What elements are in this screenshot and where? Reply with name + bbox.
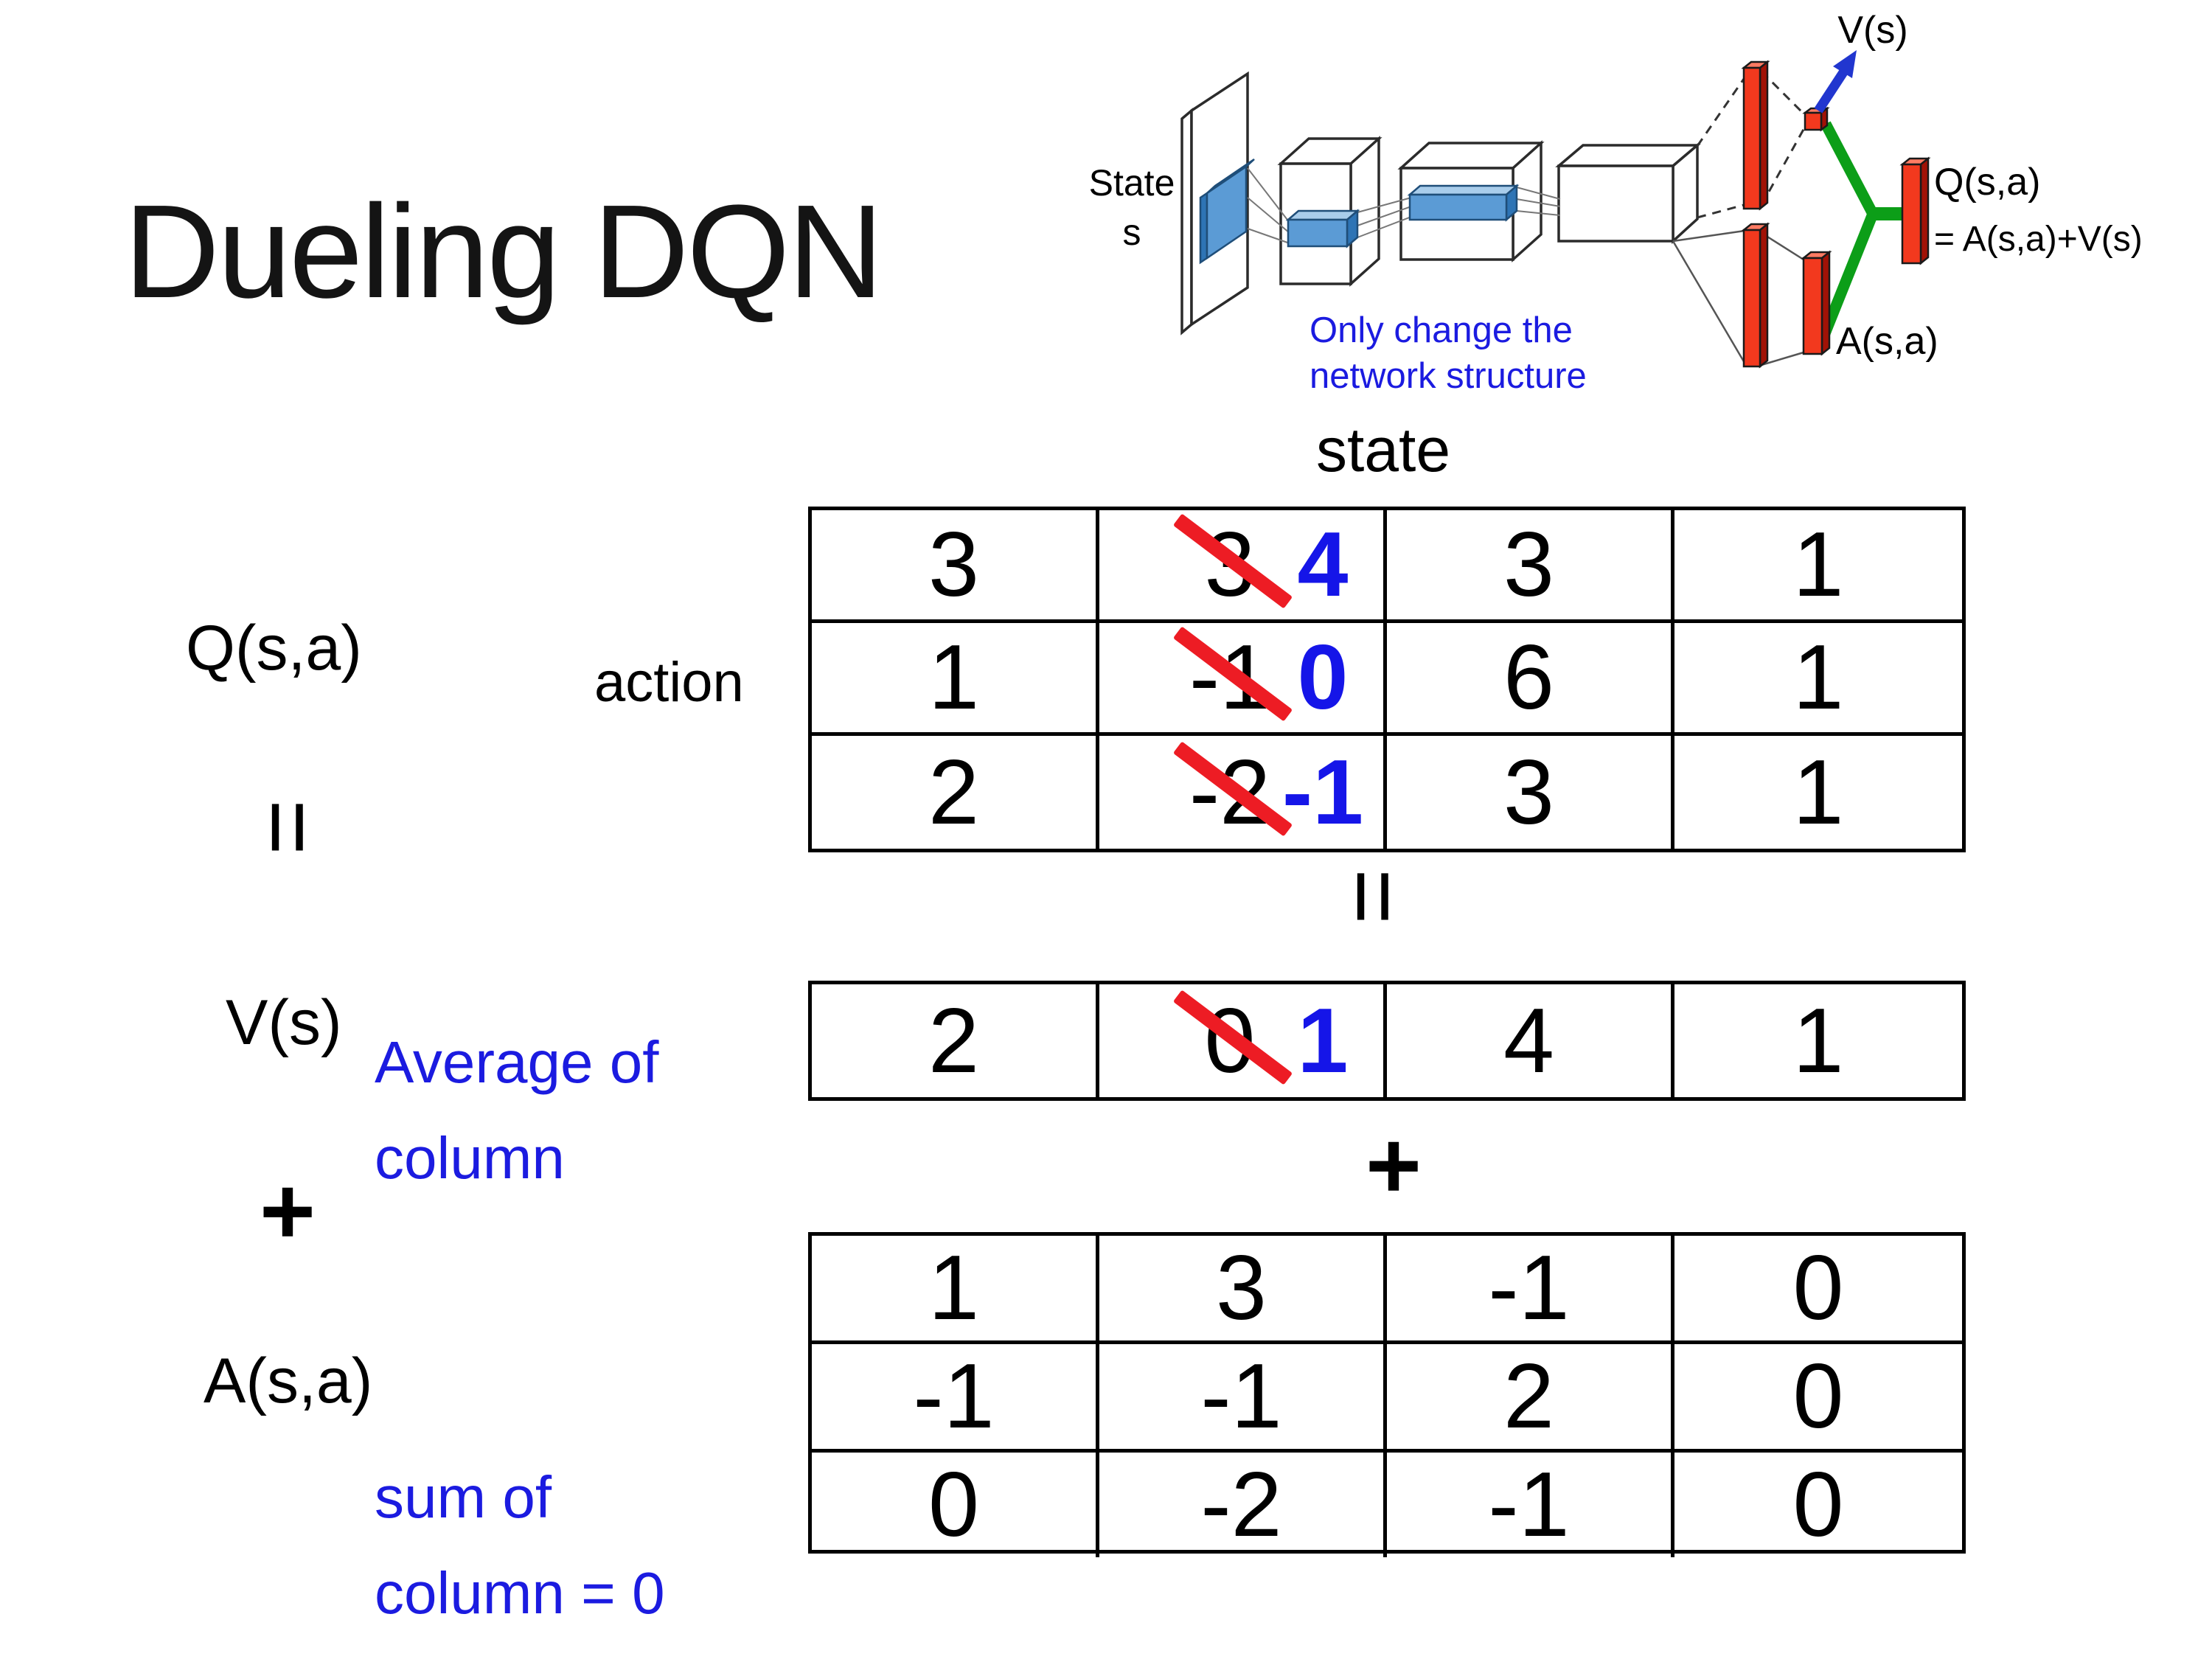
q-matrix-label: Q(s,a) [186,613,362,684]
q-cell: 1 [1674,623,1962,736]
cell-value: -1 [1488,1454,1570,1556]
q-cell: 3 [1387,510,1674,623]
equals-sign-rotated-center: = [1321,869,1428,925]
advantage-stream-fc-bar [1741,222,1770,369]
cell-value: 2 [928,741,979,844]
v-cell-corrected: 0 1 [1099,984,1387,1097]
new-value: -1 [1281,741,1364,844]
a-cell: 0 [812,1453,1099,1557]
cell-value: 1 [1792,990,1844,1092]
cell-value: 3 [1216,1237,1267,1339]
diagram-state-label: State [1089,162,1175,204]
new-value: 0 [1297,627,1349,728]
q-cell: 3 [1387,736,1674,849]
a-cell: 2 [1387,1344,1674,1453]
cell-value: 1 [1792,741,1844,844]
a-table: 1 3 -1 0 -1 -1 2 0 0 -2 -1 0 [808,1232,1966,1557]
state-header: state [1315,415,1451,484]
cell-value: 6 [1503,627,1554,728]
v-cell: 2 [812,984,1099,1097]
conv-box-3 [1555,142,1701,244]
cell-value: 4 [1503,990,1554,1092]
action-label: action [594,651,744,714]
plus-sign-center: + [1366,1111,1422,1219]
q-cell: 3 [812,510,1099,623]
q-table: 3 3 4 3 1 1 -1 0 6 1 2 -2 -1 3 1 [808,507,1966,852]
diagram-vs-label: V(s) [1837,9,1907,52]
plus-sign-left: + [260,1157,316,1265]
q-cell: 1 [812,623,1099,736]
value-stream-fc-bar [1741,60,1770,211]
q-cell: 1 [1674,510,1962,623]
cell-value: 2 [1503,1346,1554,1447]
a-cell: 0 [1674,1236,1962,1344]
value-scalar-node [1802,106,1830,132]
slide-title: Dueling DQN [124,178,883,326]
cell-value: 0 [1792,1346,1844,1447]
convolution-lines [1247,167,1561,244]
cell-value: 1 [928,1237,979,1339]
cell-value: 0 [1792,1454,1844,1556]
v-matrix-label: V(s) [226,987,342,1058]
q-cell: 1 [1674,736,1962,849]
new-value: 1 [1297,990,1349,1092]
a-cell: 1 [812,1236,1099,1344]
q-cell: 6 [1387,623,1674,736]
q-output-bar [1899,156,1931,265]
cell-value: -1 [1200,1346,1282,1447]
a-matrix-label: A(s,a) [204,1346,373,1416]
diagram-a-label: A(s,a) [1836,320,1938,363]
a-cell: 0 [1674,1344,1962,1453]
cell-value: 3 [1503,514,1554,616]
equals-sign-rotated-left: = [235,799,343,855]
cell-value: 1 [1792,514,1844,616]
cell-value: -1 [1488,1237,1570,1339]
a-cell: -1 [1099,1344,1387,1453]
value-arrow-icon [1814,50,1857,114]
value-stream-connections [1696,70,1806,219]
feature-map-bar-2 [1407,184,1520,222]
v-table: 2 0 1 4 1 [808,981,1966,1101]
cell-value: 0 [928,1454,979,1556]
advantage-stream-connections [1672,229,1804,366]
a-cell: 0 [1674,1453,1962,1557]
diagram-note-line1: Only change the [1310,310,1573,350]
a-cell: 3 [1099,1236,1387,1344]
cell-value: 3 [928,514,979,616]
v-cell: 4 [1387,984,1674,1097]
q-cell: 2 [812,736,1099,849]
aggregation-lines [1819,121,1904,338]
diagram-q-formula: = A(s,a)+V(s) [1934,220,2143,259]
feature-map-bar-1 [1285,209,1360,248]
cell-value: 1 [928,627,979,728]
q-cell-corrected: 3 4 [1099,510,1387,623]
new-value: 4 [1297,514,1349,616]
diagram-note-line2: network structure [1310,356,1587,396]
advantage-vector-bar [1801,250,1832,356]
diagram-state-sub: s [1123,212,1141,253]
cell-value: 3 [1503,741,1554,844]
q-cell-corrected: -2 -1 [1099,736,1387,849]
a-cell: -2 [1099,1453,1387,1557]
v-cell: 1 [1674,984,1962,1097]
cell-value: -1 [913,1346,995,1447]
dueling-network-diagram: State s V(s) Q(s,a) = A(s,a)+V(s) A(s,a)… [1089,9,2143,396]
a-cell: -1 [812,1344,1099,1453]
cell-value: 2 [928,990,979,1092]
cell-value: 1 [1792,627,1844,728]
a-cell: -1 [1387,1236,1674,1344]
cell-value: 0 [1792,1237,1844,1339]
conv-filter [1199,158,1255,265]
diagram-q-label: Q(s,a) [1934,161,2040,204]
a-cell: -1 [1387,1453,1674,1557]
q-cell-corrected: -1 0 [1099,623,1387,736]
cell-value: -2 [1200,1454,1282,1556]
